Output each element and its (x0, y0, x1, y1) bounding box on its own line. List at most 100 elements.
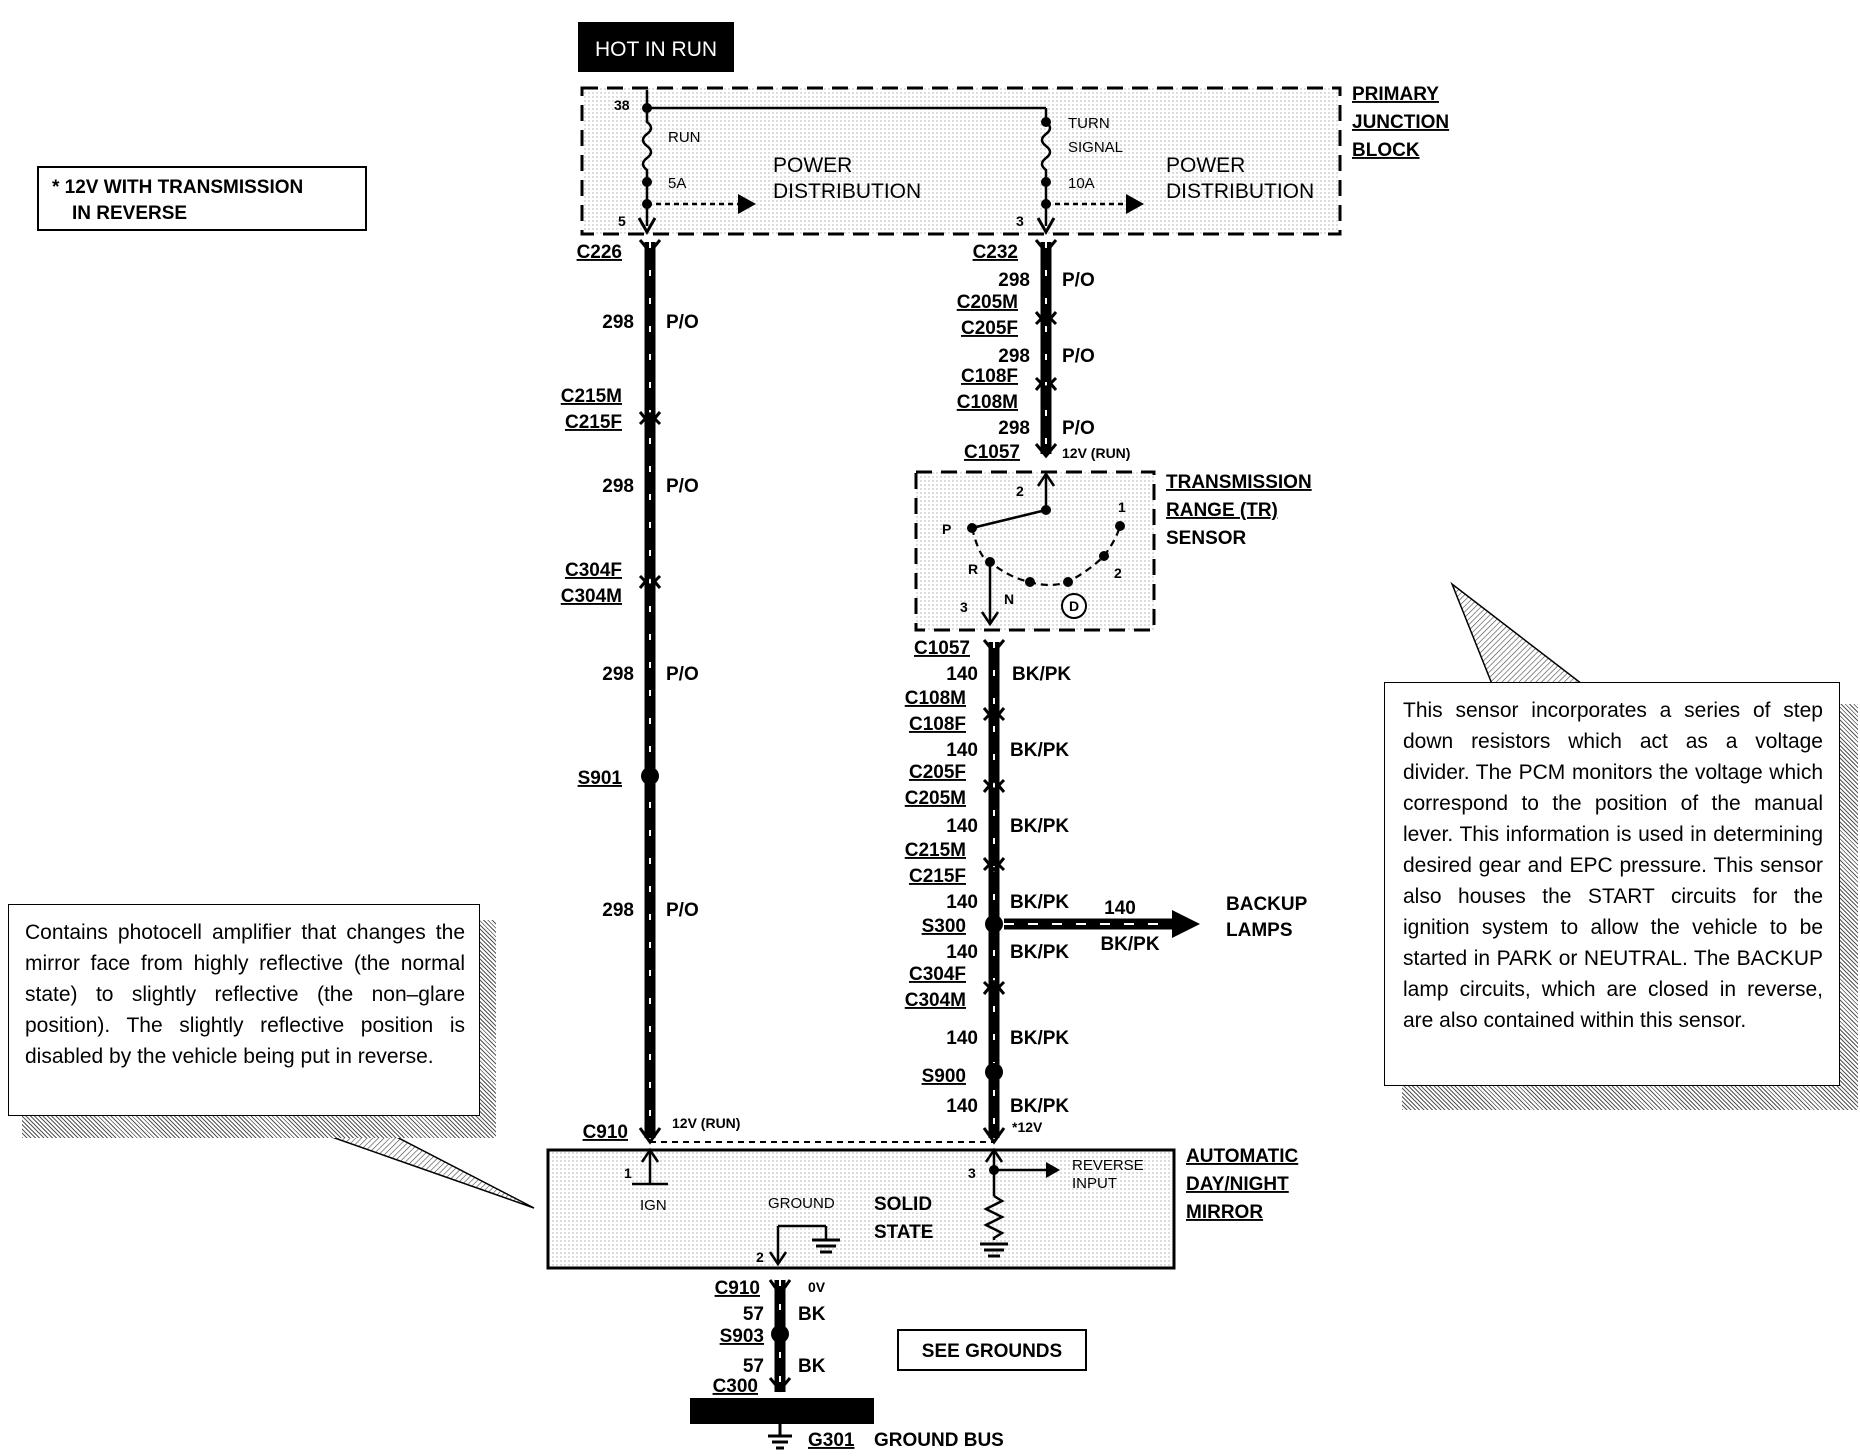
svg-text:SOLID: SOLID (874, 1194, 932, 1215)
svg-text:298: 298 (998, 270, 1030, 291)
svg-text:12V (RUN): 12V (RUN) (672, 1115, 740, 1131)
svg-text:BK/PK: BK/PK (1010, 740, 1069, 761)
svg-text:140: 140 (946, 1028, 978, 1049)
svg-text:C910: C910 (583, 1122, 628, 1143)
svg-text:3: 3 (1016, 213, 1024, 229)
splice-s900 (985, 1063, 1003, 1081)
svg-text:C108F: C108F (909, 714, 966, 735)
sensor-note: This sensor incorporates a series of ste… (1384, 682, 1840, 1086)
sensor-note-text: This sensor incorporates a series of ste… (1403, 699, 1823, 1032)
svg-text:3: 3 (968, 1165, 976, 1181)
day-night-mirror: AUTOMATIC DAY/NIGHT MIRROR 1 IGN GROUND … (546, 1146, 1299, 1270)
svg-text:298: 298 (602, 312, 634, 333)
right-wire-140: C1057 C108M C108F C205F C205M C215M C215… (905, 638, 1308, 1145)
splice-s300 (985, 915, 1003, 933)
svg-text:57: 57 (743, 1304, 764, 1325)
svg-text:140: 140 (946, 1096, 978, 1117)
svg-text:C226: C226 (577, 242, 622, 263)
svg-text:GROUND BUS: GROUND BUS (874, 1430, 1004, 1451)
svg-text:C304F: C304F (565, 560, 622, 581)
svg-text:G301: G301 (808, 1430, 855, 1451)
svg-text:TRANSMISSION: TRANSMISSION (1166, 472, 1312, 493)
svg-text:140: 140 (946, 816, 978, 837)
svg-text:SIGNAL: SIGNAL (1068, 139, 1123, 156)
svg-text:C215M: C215M (561, 386, 622, 407)
svg-text:PRIMARY: PRIMARY (1352, 84, 1439, 105)
svg-text:DAY/NIGHT: DAY/NIGHT (1186, 1174, 1289, 1195)
splice-s903 (771, 1325, 789, 1343)
svg-text:DISTRIBUTION: DISTRIBUTION (773, 180, 921, 203)
svg-text:RANGE (TR): RANGE (TR) (1166, 500, 1278, 521)
svg-text:BACKUP: BACKUP (1226, 894, 1308, 915)
see-grounds-box: SEE GROUNDS (897, 1329, 1087, 1371)
svg-text:12V (RUN): 12V (RUN) (1062, 445, 1130, 461)
svg-text:BK/PK: BK/PK (1010, 892, 1069, 913)
left-wire-298: C226 C215M C215F C304F C304M S901 C910 2… (561, 239, 740, 1145)
svg-text:POWER: POWER (773, 154, 852, 177)
svg-text:C108F: C108F (961, 366, 1018, 387)
svg-text:C108M: C108M (957, 392, 1018, 413)
svg-text:0V: 0V (808, 1279, 826, 1295)
svg-text:3: 3 (960, 599, 968, 615)
right-wire-298: C232 C205M C205F C108F C108M C1057 298 P… (957, 239, 1130, 463)
svg-text:BLOCK: BLOCK (1352, 140, 1420, 161)
svg-text:STATE: STATE (874, 1222, 933, 1243)
ground-bus-bar (690, 1398, 874, 1424)
svg-text:C205M: C205M (957, 292, 1018, 313)
svg-text:1: 1 (1118, 499, 1126, 515)
svg-text:SEE GROUNDS: SEE GROUNDS (922, 1341, 1062, 1362)
svg-text:298: 298 (998, 346, 1030, 367)
ground-path: C910 0V 57 BK S903 57 BK C300 G301 GROUN… (690, 1278, 1004, 1451)
svg-text:P/O: P/O (666, 476, 699, 497)
svg-text:C1057: C1057 (964, 442, 1020, 463)
svg-text:BK/PK: BK/PK (1010, 942, 1069, 963)
svg-text:BK/PK: BK/PK (1010, 1096, 1069, 1117)
svg-text:S300: S300 (922, 916, 966, 937)
svg-text:298: 298 (998, 418, 1030, 439)
svg-text:5A: 5A (668, 175, 686, 192)
svg-text:SENSOR: SENSOR (1166, 528, 1247, 549)
svg-text:C108M: C108M (905, 688, 966, 709)
svg-text:C304M: C304M (561, 586, 622, 607)
svg-text:5: 5 (618, 213, 626, 229)
svg-text:TURN: TURN (1068, 115, 1110, 132)
svg-text:C205M: C205M (905, 788, 966, 809)
svg-text:P/O: P/O (1062, 270, 1095, 291)
legend-line-2: IN REVERSE (72, 203, 187, 224)
svg-text:N: N (1004, 591, 1014, 607)
svg-text:C300: C300 (713, 1376, 758, 1397)
svg-text:C1057: C1057 (914, 638, 970, 659)
svg-text:BK: BK (798, 1356, 826, 1377)
svg-text:298: 298 (602, 664, 634, 685)
svg-text:*12V: *12V (1012, 1119, 1043, 1135)
hot-in-run-header: HOT IN RUN (578, 22, 734, 72)
svg-text:S901: S901 (578, 768, 623, 789)
svg-text:C205F: C205F (909, 762, 966, 783)
svg-text:REVERSE: REVERSE (1072, 1157, 1144, 1174)
svg-text:POWER: POWER (1166, 154, 1245, 177)
svg-text:C205F: C205F (961, 318, 1018, 339)
svg-text:BK/PK: BK/PK (1010, 1028, 1069, 1049)
svg-text:P/O: P/O (666, 312, 699, 333)
svg-text:140: 140 (946, 892, 978, 913)
mirror-note-text: Contains photocell amplifier that change… (25, 921, 465, 1068)
tr-sensor: TRANSMISSION RANGE (TR) SENSOR 2 P 1 2 R… (914, 470, 1312, 632)
svg-text:C304F: C304F (909, 964, 966, 985)
primary-junction-block: PRIMARY JUNCTION BLOCK 38 RUN 5A POWER D… (580, 84, 1449, 236)
svg-text:140: 140 (1104, 898, 1136, 919)
svg-text:HOT IN RUN: HOT IN RUN (595, 38, 717, 61)
svg-text:140: 140 (946, 740, 978, 761)
svg-text:BK/PK: BK/PK (1012, 664, 1071, 685)
legend-box: * 12V WITH TRANSMISSION IN REVERSE (37, 166, 367, 231)
svg-text:P/O: P/O (1062, 346, 1095, 367)
svg-text:1: 1 (624, 1165, 632, 1181)
svg-text:140: 140 (946, 942, 978, 963)
svg-text:298: 298 (602, 476, 634, 497)
svg-text:DISTRIBUTION: DISTRIBUTION (1166, 180, 1314, 203)
svg-text:P/O: P/O (666, 664, 699, 685)
svg-text:298: 298 (602, 900, 634, 921)
legend-line-1: * 12V WITH TRANSMISSION (52, 177, 303, 198)
svg-text:2: 2 (1016, 483, 1024, 499)
svg-text:C910: C910 (715, 1278, 760, 1299)
